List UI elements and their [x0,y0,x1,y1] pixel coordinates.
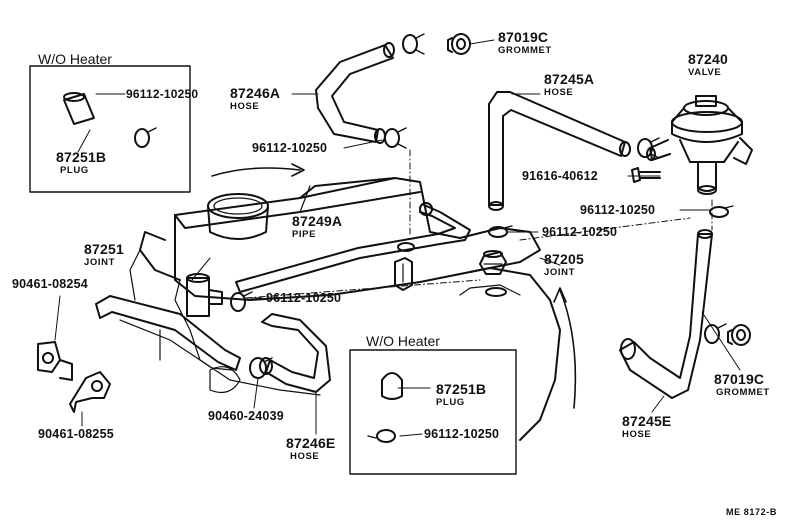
clamp-valve-number: 96112-10250 [580,203,656,217]
hose-87246a-number: 87246A [230,85,281,101]
hose-87245e-name: HOSE [622,429,652,440]
hose-87246e-number: 87246E [286,435,336,451]
inset-top-left-plug-name: PLUG [60,165,89,176]
hose-87245a-name: HOSE [544,87,574,98]
clamp-upper-number: 96112-10250 [252,141,328,155]
valve-number: 87240 [688,51,728,67]
lower-pipe-drawing [95,295,241,371]
bracket-upper-number: 90461-08254 [12,277,88,291]
hose-87246e-drawing [259,313,331,393]
inset-bottom-plug-name: PLUG [436,397,465,408]
hose-87245a-number: 87245A [544,71,595,87]
inset-bottom-plug-number: 87251B [436,381,487,397]
hose-87246a-drawing [315,42,395,144]
grommet-top-number: 87019C [498,29,549,45]
inset-top-left-clamp-number: 96112-10250 [126,87,199,101]
clamp-middle-number: 96112-10250 [542,225,618,239]
bracket-90461-08254-drawing [37,341,73,381]
valve-87240-drawing [646,95,753,195]
clamp-lower-number: 96112-10250 [266,291,342,305]
hose-87245e-drawing [619,229,713,399]
joint-87251-number: 87251 [84,241,124,257]
tank-body [129,177,561,441]
inset-bottom-title: W/O Heater [366,333,440,349]
clamp-hose-lower-number: 90460-24039 [208,409,284,423]
joint-87205-number: 87205 [544,251,584,267]
clamp-drawings [134,33,734,443]
pipe-87249a-name: PIPE [292,229,317,240]
joint-87205-name: JOINT [544,267,575,278]
inset-frame-bottom-middle [349,349,517,475]
inset-top-left-plug-number: 87251B [56,149,107,165]
hose-87246e-name: HOSE [290,451,320,462]
bolt-91616-40612-drawing [631,167,661,183]
bracket-lower-number: 90461-08255 [38,427,114,441]
pipe-87249a-number: 87249A [292,213,343,229]
flow-arrows [211,163,577,409]
bracket-90461-08255-drawing [69,371,111,413]
grommet-bottom-number: 87019C [714,371,765,387]
pipe-87249a-drawing [235,202,471,293]
joint-87251-drawing [186,273,223,317]
plug-87251b-top-drawing [63,92,95,125]
hose-87245a-drawing [488,91,631,211]
hose-87246a-name: HOSE [230,101,260,112]
bolt-number: 91616-40612 [522,169,598,183]
grommet-bottom-drawing [727,324,751,346]
assembly-lines [245,149,713,299]
joint-87251-name: JOINT [84,257,115,268]
grommet-bottom-name: GROMMET [716,387,770,398]
inset-bottom-clamp-number: 96112-10250 [424,427,500,441]
valve-name: VALVE [688,67,722,78]
hose-87245e-number: 87245E [622,413,672,429]
grommet-top-drawing [447,33,471,55]
plug-87251b-bottom-drawing [381,372,403,400]
joint-87205-drawing [479,250,507,275]
drawing-code: ME 8172-B [726,507,777,517]
grommet-top-name: GROMMET [498,45,552,56]
inset-top-left-title: W/O Heater [38,51,112,67]
inset-frame-top-left [29,65,191,193]
